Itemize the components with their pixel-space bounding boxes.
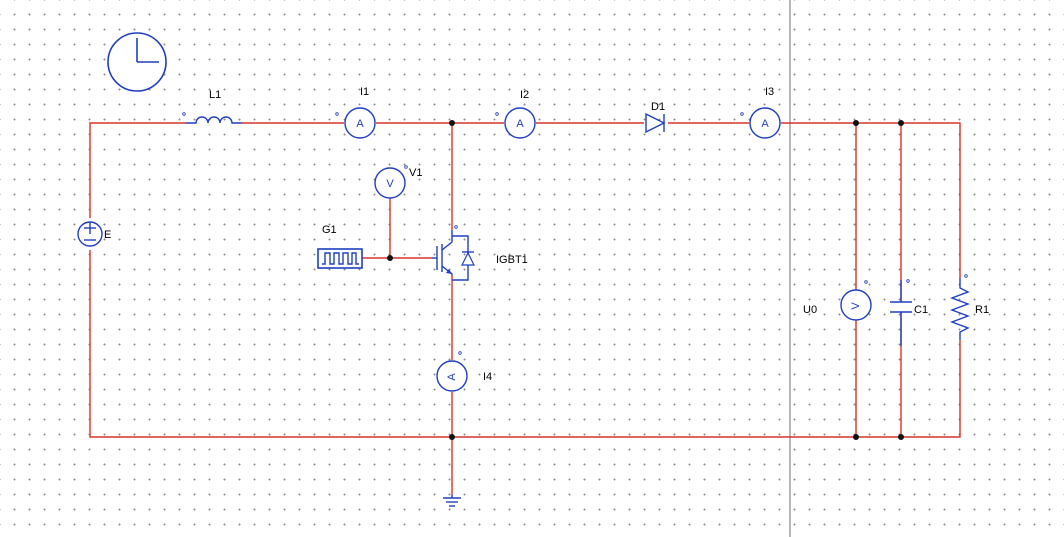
wires: [89, 122, 961, 495]
label-l1: L1: [209, 89, 221, 101]
ammeter-i2[interactable]: A I2: [495, 89, 536, 139]
inductor-l1[interactable]: L1: [182, 89, 242, 124]
wire-bottom: [89, 250, 961, 438]
label-i3: I3: [765, 86, 774, 98]
node: [853, 120, 859, 126]
ammeter-i3[interactable]: A I3: [740, 86, 781, 139]
voltmeter-u0[interactable]: V U0: [803, 280, 872, 321]
ammeter-symbol: A: [516, 118, 524, 130]
ammeter-symbol: A: [356, 118, 364, 130]
label-i1: I1: [360, 86, 369, 98]
label-i2: I2: [520, 89, 529, 101]
simulation-clock-icon[interactable]: [107, 32, 167, 92]
node: [449, 434, 455, 440]
label-e: E: [104, 229, 111, 241]
junction-nodes: [387, 120, 904, 440]
diode-d1[interactable]: D1: [645, 101, 666, 134]
node: [449, 120, 455, 126]
capacitor-c1[interactable]: C1: [890, 279, 928, 346]
voltmeter-symbol: V: [386, 178, 394, 190]
label-d1: D1: [651, 101, 665, 113]
node: [898, 434, 904, 440]
ammeter-i4[interactable]: A I4: [436, 351, 492, 392]
label-c1: C1: [914, 304, 928, 316]
ground-icon[interactable]: [443, 495, 461, 507]
node: [898, 120, 904, 126]
wire-top-left: [89, 122, 186, 218]
voltmeter-symbol: V: [850, 302, 862, 310]
label-u0: U0: [803, 304, 817, 316]
label-igbt1: IGBT1: [496, 254, 528, 266]
ammeter-symbol: A: [446, 373, 458, 381]
label-r1: R1: [975, 304, 989, 316]
label-i4: I4: [483, 371, 492, 383]
voltmeter-v1[interactable]: V V1: [374, 165, 422, 199]
node: [853, 434, 859, 440]
dc-source-e[interactable]: E: [77, 221, 111, 247]
ammeter-symbol: A: [761, 118, 769, 130]
pulse-generator-g1[interactable]: G1: [317, 224, 363, 269]
igbt-switch-igbt1[interactable]: IGBT1: [432, 225, 528, 281]
ammeter-i1[interactable]: A I1: [335, 86, 376, 139]
label-v1: V1: [409, 167, 422, 179]
wire-top-right: [781, 122, 961, 278]
resistor-r1[interactable]: R1: [950, 274, 989, 340]
label-g1: G1: [322, 224, 337, 236]
node: [387, 255, 393, 261]
